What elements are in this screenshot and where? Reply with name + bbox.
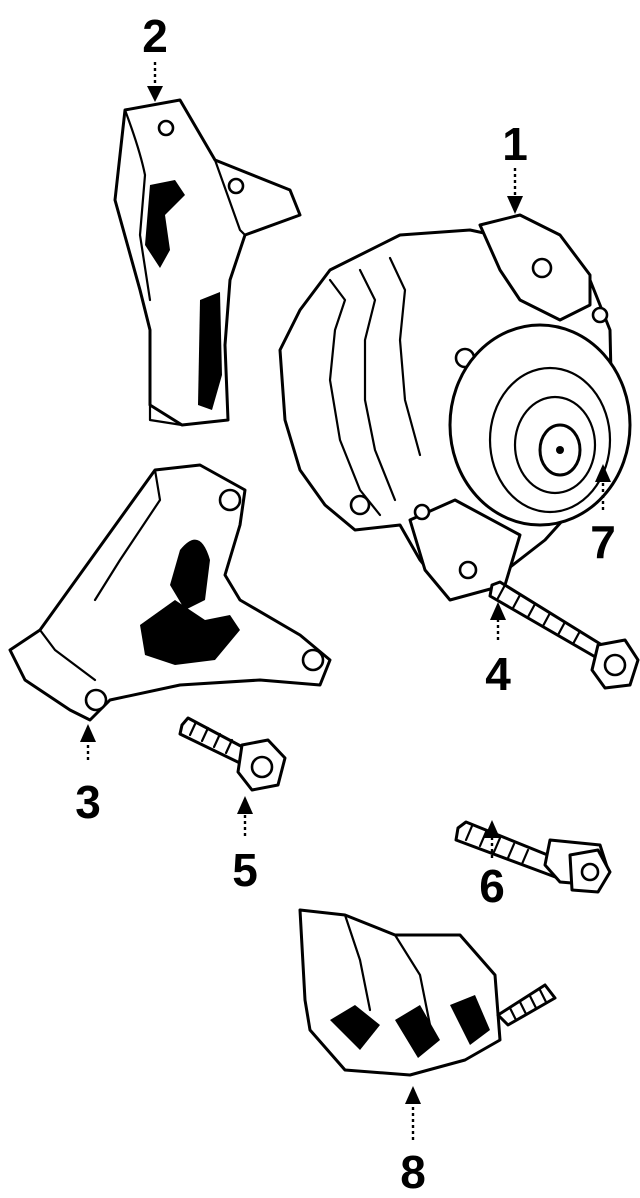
callout-number-3: 3 — [75, 776, 101, 828]
bolt-4 — [488, 580, 640, 690]
upper-mounting-bracket — [113, 98, 302, 427]
callout-leader-1 — [507, 168, 523, 214]
alternator — [278, 213, 632, 602]
bolt-5 — [178, 716, 287, 792]
callout-number-6: 6 — [479, 860, 505, 912]
callout-number-2: 2 — [142, 10, 168, 62]
callout-leader-3 — [80, 724, 96, 760]
heat-shield — [298, 908, 557, 1077]
bolt-6-with-clip — [454, 820, 612, 894]
callout-number-8: 8 — [400, 1146, 426, 1198]
callout-leader-4 — [490, 602, 506, 640]
lower-mounting-bracket — [8, 463, 332, 722]
callout-leader-2 — [147, 62, 163, 102]
callout-leader-5 — [237, 796, 253, 836]
callout-number-5: 5 — [232, 844, 258, 896]
callout-number-1: 1 — [502, 118, 528, 170]
callout-leader-8 — [405, 1086, 421, 1140]
callout-leader-6 — [484, 820, 500, 858]
callout-number-7: 7 — [590, 516, 616, 568]
callout-leader-7 — [595, 464, 611, 510]
callout-number-4: 4 — [485, 648, 511, 700]
